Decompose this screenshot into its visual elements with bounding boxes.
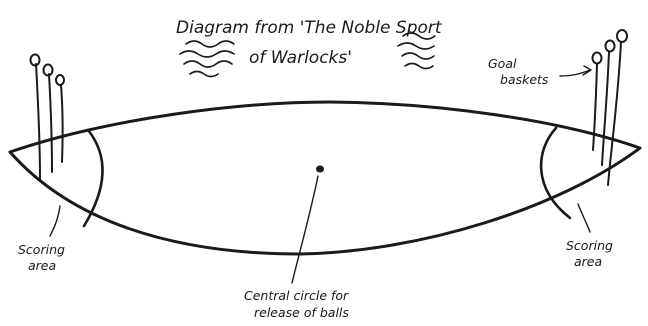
- title-flourish-right: [398, 33, 435, 69]
- scoring-right-label-line2: area: [574, 254, 602, 269]
- central-circle-label-line1: Central circle for: [244, 288, 349, 303]
- scoring-left-pointer: [50, 206, 60, 236]
- scoring-area-right-boundary: [541, 128, 570, 218]
- central-circle-pointer: [292, 176, 318, 283]
- goal-baskets-left: [31, 55, 65, 181]
- scoring-left-label-line2: area: [28, 258, 56, 273]
- scoring-left-label-line1: Scoring: [18, 242, 65, 257]
- central-circle-label-line2: release of balls: [254, 305, 349, 320]
- goal-baskets-label-line2: baskets: [500, 72, 549, 87]
- title-flourish-left: [180, 41, 234, 77]
- goal-post-left-3: [56, 75, 64, 162]
- pitch-outline: [10, 102, 640, 254]
- central-circle: [316, 166, 324, 173]
- goal-post-right-3: [608, 30, 627, 185]
- goal-baskets-label-line1: Goal: [488, 56, 517, 71]
- goal-post-left-1: [31, 55, 41, 181]
- scoring-right-pointer: [578, 204, 590, 232]
- diagram-title-line1: Diagram from 'The Noble Sport: [176, 18, 443, 38]
- goal-post-left-2: [44, 65, 53, 173]
- scoring-right-label-line1: Scoring: [566, 238, 613, 253]
- diagram-title-line2: of Warlocks': [249, 48, 352, 68]
